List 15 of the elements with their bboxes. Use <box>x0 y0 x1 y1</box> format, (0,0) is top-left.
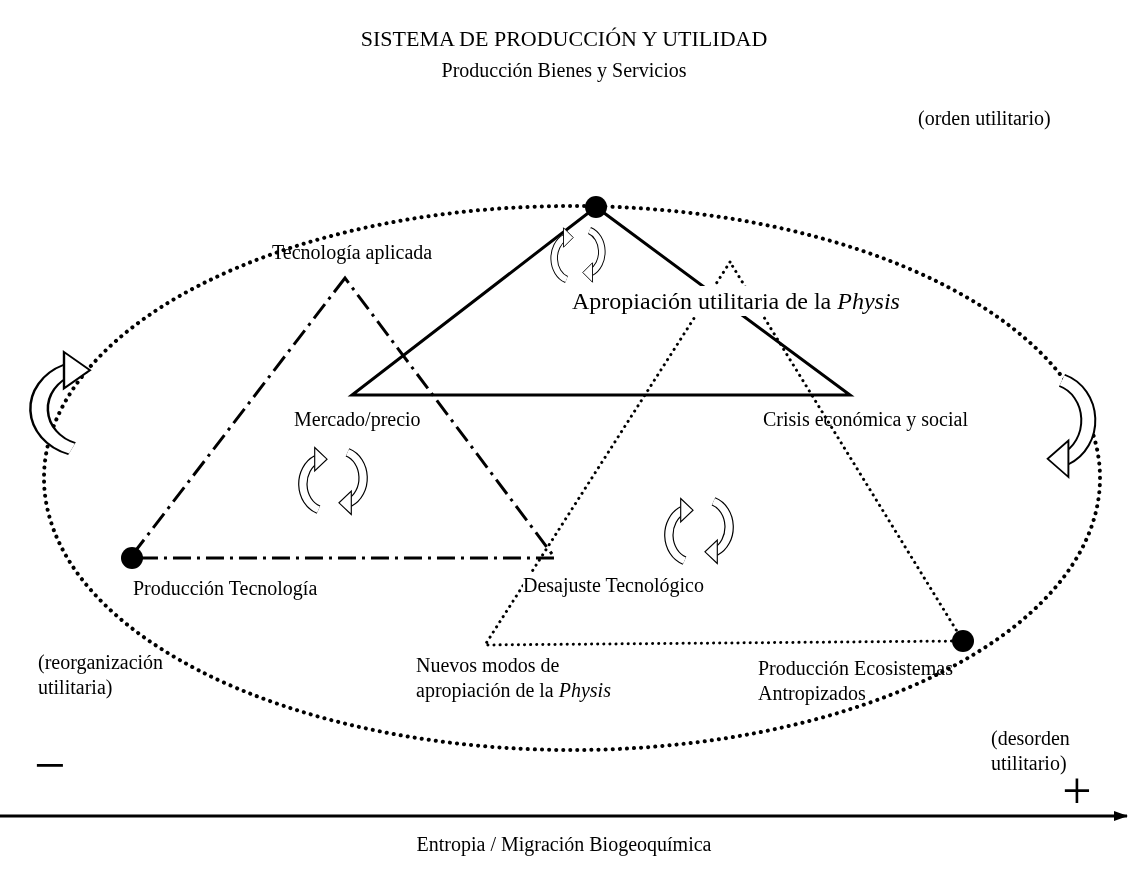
vertex-label: Apropiación utilitaria de la Physis <box>572 286 900 316</box>
vertex-label: Mercado/precio <box>294 407 421 432</box>
vertex-label: Nuevos modos de apropiación de la Physis <box>416 653 612 703</box>
diagram-title: SISTEMA DE PRODUCCIÓN Y UTILIDAD <box>359 25 769 53</box>
vertex-label: Tecnología aplicada <box>272 240 433 265</box>
axis-label: Entropia / Migración Biogeoquímica <box>415 832 713 857</box>
annotation-text: (desorden utilitario) <box>991 726 1071 776</box>
vertex-label: Producción Ecosistemas Antropizados <box>758 656 954 706</box>
subtitle: Producción Bienes y Servicios <box>440 58 688 83</box>
vertex-label: Producción Tecnología <box>133 576 318 601</box>
axis-sign: − <box>34 733 66 798</box>
annotation-text: (orden utilitario) <box>918 106 1051 131</box>
vertex-label: Desajuste Tecnológico <box>523 573 704 598</box>
vertex-label: Crisis económica y social <box>763 407 968 432</box>
annotation-text: (reorganización utilitaria) <box>38 650 165 700</box>
